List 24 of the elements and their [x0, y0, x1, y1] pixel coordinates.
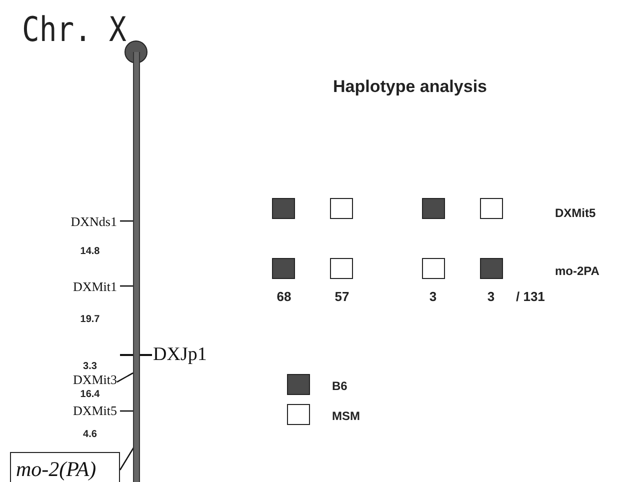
- leader-line: [119, 446, 135, 470]
- chromosome-bar: [133, 52, 140, 482]
- count-label: 3: [429, 290, 437, 303]
- distance-label: 3.3: [83, 362, 97, 372]
- distance-label: 4.6: [83, 430, 97, 440]
- marker-label: DXMit1: [72, 280, 117, 293]
- legend-label: B6: [332, 380, 348, 392]
- count-label: 3: [487, 290, 495, 303]
- count-label: 57: [334, 290, 350, 303]
- marker-label: DXJp1: [153, 345, 207, 364]
- count-label: 68: [276, 290, 292, 303]
- count-label: / 131: [516, 290, 545, 303]
- marker-label: DXMit5: [555, 207, 596, 219]
- legend-label: MSM: [332, 410, 360, 422]
- marker-label: mo-2PA: [555, 265, 600, 277]
- section-heading: Haplotype analysis: [333, 78, 487, 95]
- gene-box: mo-2(PA): [10, 452, 120, 482]
- marker-label: DXNds1: [70, 215, 117, 228]
- distance-label: 16.4: [80, 390, 100, 400]
- marker-label: DXMit3: [72, 373, 117, 386]
- chart-title: Chr. X: [22, 10, 126, 50]
- distance-label: 14.8: [80, 247, 100, 257]
- marker-label: DXMit5: [72, 404, 117, 417]
- distance-label: 19.7: [80, 315, 100, 325]
